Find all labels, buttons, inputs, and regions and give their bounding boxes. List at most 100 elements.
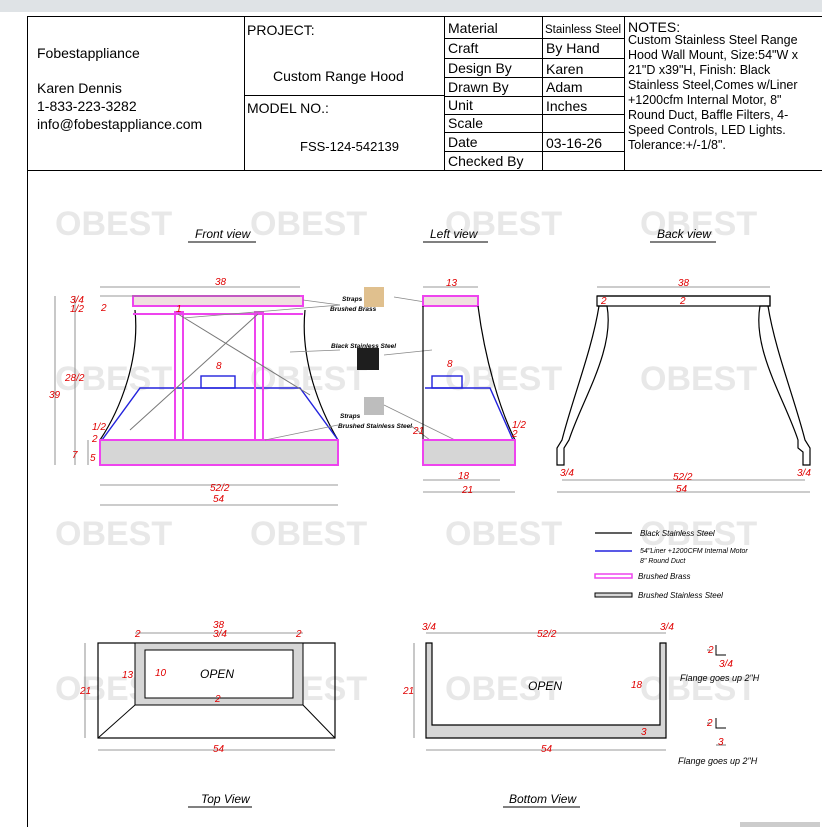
steel-swatch xyxy=(364,397,384,415)
top-dim-depth: 21 xyxy=(79,686,91,697)
legend-label-steel: Brushed Stainless Steel xyxy=(638,591,723,600)
callout-black-ss: Black Stainless Steel xyxy=(331,343,396,350)
front-dim-h1: 28/2 xyxy=(64,373,85,384)
bottom-view-title: Bottom View xyxy=(509,792,577,806)
left-view-drawing xyxy=(422,286,516,493)
watermark-text: OBEST xyxy=(445,205,562,243)
callout-brushed-ss: Brushed Stainless Steel xyxy=(338,423,412,430)
viewer-top-bar xyxy=(0,0,822,12)
back-view-title: Back view xyxy=(657,227,712,241)
left-dim-bottom: 18 xyxy=(458,471,470,482)
company-name: Fobestappliance xyxy=(37,45,140,61)
scrollbar-thumb[interactable] xyxy=(740,822,820,827)
front-dim-b: 1/2 xyxy=(70,304,84,315)
left-dim-d2: 1/2 xyxy=(512,420,526,431)
legend-swatch-steel xyxy=(594,592,633,598)
back-dim-b2: 3/4 xyxy=(797,468,811,479)
front-dim-s4: 5 xyxy=(90,453,96,464)
spec-row-line xyxy=(444,151,624,152)
bottom-dim-depth: 21 xyxy=(402,686,414,697)
back-dim-b4: 54 xyxy=(676,484,688,495)
top-dim-t2: 3/4 xyxy=(213,629,227,640)
front-dim-top: 38 xyxy=(215,277,227,288)
bottom-open-label: OPEN xyxy=(528,679,562,693)
contact-email: info@fobestappliance.com xyxy=(37,116,203,132)
project-value: Custom Range Hood xyxy=(273,68,404,84)
front-dim-bottom1: 52/2 xyxy=(210,483,230,494)
top-dim-c: 13 xyxy=(122,670,134,681)
back-dim-b1: 3/4 xyxy=(560,468,574,479)
title-block-divider-1 xyxy=(244,16,245,170)
spec-row-line xyxy=(444,38,624,39)
spec-row-line xyxy=(444,58,624,59)
spec-label-unit: Unit xyxy=(448,97,473,113)
front-dim-duct: 8 xyxy=(216,361,222,372)
watermark-text: OBEST xyxy=(445,360,562,398)
flange-dim-b: 3/4 xyxy=(719,659,733,670)
notes-body: Custom Stainless Steel Range Hood Wall M… xyxy=(628,33,799,152)
left-dim-duct: 8 xyxy=(447,359,453,370)
flange-text-2: Flange goes up 2"H xyxy=(678,756,758,766)
spec-label-checked: Checked By xyxy=(448,153,524,169)
watermark-text: OBEST xyxy=(55,515,172,553)
project-label: PROJECT: xyxy=(247,22,315,38)
watermark-group: OBEST OBEST OBEST OBEST OBEST OBEST OBEST OBEST… xyxy=(55,205,757,708)
watermark-text: OBEST xyxy=(445,515,562,553)
bottom-dim-width: 54 xyxy=(541,744,553,755)
callout-brushed-brass: Brushed Brass xyxy=(330,306,377,313)
bottom-dim-t: 3 xyxy=(641,727,647,738)
front-dim-c: 2 xyxy=(100,303,107,314)
spec-row-line xyxy=(444,77,624,78)
bottom-dim-h: 18 xyxy=(631,680,643,691)
front-view-title: Front view xyxy=(195,227,252,241)
flange-dim-a: 2 xyxy=(707,645,714,656)
legend-swatch-brass xyxy=(594,573,633,579)
spec-row-line xyxy=(444,96,624,97)
watermark-text: OBEST xyxy=(640,515,757,553)
back-dim-t2: 2 xyxy=(679,296,686,307)
watermark-text: OBEST xyxy=(250,205,367,243)
bottom-view-drawing xyxy=(413,632,667,751)
watermark-text: OBEST xyxy=(55,360,172,398)
title-block-divider-4 xyxy=(624,16,625,170)
flange-dim-d: 3 xyxy=(718,737,724,748)
watermark-text: OBEST xyxy=(250,515,367,553)
left-dim-d1: 21 xyxy=(412,426,424,437)
spec-value-craft: By Hand xyxy=(546,40,600,56)
model-value: FSS-124-542139 xyxy=(300,139,400,154)
spec-label-scale: Scale xyxy=(448,115,484,131)
front-view-drawing xyxy=(54,286,339,506)
black-ss-swatch xyxy=(357,348,379,370)
front-dim-s2: 2 xyxy=(91,434,98,445)
title-block-bottom-line xyxy=(27,170,822,171)
legend-label-brass: Brushed Brass xyxy=(638,572,690,581)
front-dim-s3: 7 xyxy=(72,450,78,461)
spec-label-craft: Craft xyxy=(448,40,479,56)
legend-label-liner-2: 8" Round Duct xyxy=(640,558,686,565)
top-dim-t1: 38 xyxy=(213,620,225,631)
back-dim-top: 38 xyxy=(678,278,690,289)
spec-value-material: Stainless Steel xyxy=(545,24,622,36)
watermark-text: OBEST xyxy=(445,670,562,708)
spec-value-date: 03-16-26 xyxy=(546,135,603,151)
legend-label-liner: 54"Liner +1200CFM Internal Motor xyxy=(640,548,748,555)
top-dim-a: 2 xyxy=(134,629,141,640)
back-view-drawing xyxy=(556,286,811,493)
spec-label-design: Design By xyxy=(448,60,512,76)
front-dim-one: 1 xyxy=(176,304,182,315)
flange-detail xyxy=(707,645,726,746)
title-block-divider-3 xyxy=(542,16,543,170)
callout-straps-1: Straps xyxy=(342,296,363,303)
contact-name: Karen Dennis xyxy=(37,80,122,96)
title-block-divider-2 xyxy=(444,16,445,170)
left-dim-d3: 2 xyxy=(511,429,518,440)
front-dim-bottom2: 54 xyxy=(213,494,225,505)
watermark-text: OBEST xyxy=(640,360,757,398)
spec-row-line xyxy=(444,114,624,115)
notes-title: NOTES: xyxy=(628,19,681,35)
back-dim-b3: 52/2 xyxy=(673,472,693,483)
top-open-label: OPEN xyxy=(200,667,234,681)
spec-value-drawn: Adam xyxy=(546,79,583,95)
project-divider xyxy=(244,95,444,96)
